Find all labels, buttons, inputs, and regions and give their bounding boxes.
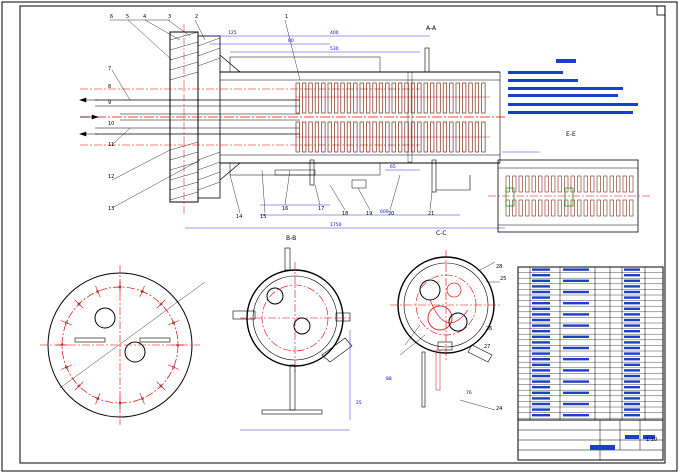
dimension-label: 65 — [390, 164, 396, 170]
section-label-bb: B-B — [286, 235, 296, 242]
part-number-10: 10 — [108, 121, 114, 127]
part-number-14: 14 — [236, 214, 242, 220]
part-number-9: 9 — [108, 100, 111, 106]
dimension-label: 25 — [356, 400, 362, 406]
dimension-label: 600 — [380, 209, 389, 215]
section-tag: 27 — [484, 344, 490, 350]
section-label-top-aa: A-A — [426, 25, 437, 32]
part-number-1: 1 — [285, 14, 288, 20]
part-number-17: 17 — [318, 206, 324, 212]
part-number-18: 18 — [342, 211, 348, 217]
dimension-label: 1750 — [330, 222, 342, 228]
dimension-label: 530 — [330, 46, 339, 52]
part-number-11: 11 — [108, 142, 114, 148]
part-number-2: 2 — [195, 14, 198, 20]
part-number-3: 3 — [168, 14, 171, 20]
dimension-label: 80 — [288, 38, 294, 44]
heater-fin-bank — [295, 82, 490, 153]
section-tag: 26 — [486, 326, 492, 332]
technical-notes — [508, 59, 638, 114]
part-number-4: 4 — [143, 14, 146, 20]
part-number-12: 12 — [108, 174, 114, 180]
section-bb-view — [232, 247, 353, 431]
part-number-13: 13 — [108, 206, 114, 212]
section-label-cc: C-C — [436, 230, 447, 237]
dimension-label: 400 — [330, 30, 339, 36]
section-tag: 25 — [500, 276, 506, 282]
section-aa-flange-view — [40, 265, 206, 425]
title-block-scale: 1:10 — [646, 437, 657, 443]
part-number-20: 20 — [388, 211, 394, 217]
section-tag: 28 — [496, 264, 502, 270]
dimension-label: 76 — [466, 390, 472, 396]
part-number-15: 15 — [260, 214, 266, 220]
part-number-21: 21 — [428, 211, 434, 217]
section-tag: 24 — [496, 406, 502, 412]
part-number-19: 19 — [366, 211, 372, 217]
dimension-label: 88 — [386, 376, 392, 382]
part-number-7: 7 — [108, 66, 111, 72]
part-number-6: 6 — [110, 14, 113, 20]
part-number-16: 16 — [282, 206, 288, 212]
section-label-ee: E-E — [566, 131, 576, 138]
part-number-5: 5 — [126, 14, 129, 20]
part-number-8: 8 — [108, 84, 111, 90]
corner-box — [656, 5, 666, 16]
parts-list-table — [517, 266, 664, 461]
dimension-label: 125 — [228, 30, 237, 36]
section-cc-view: 28 25 26 27 24 — [390, 250, 506, 412]
section-ee-view — [488, 151, 650, 233]
inner-border — [19, 5, 666, 464]
